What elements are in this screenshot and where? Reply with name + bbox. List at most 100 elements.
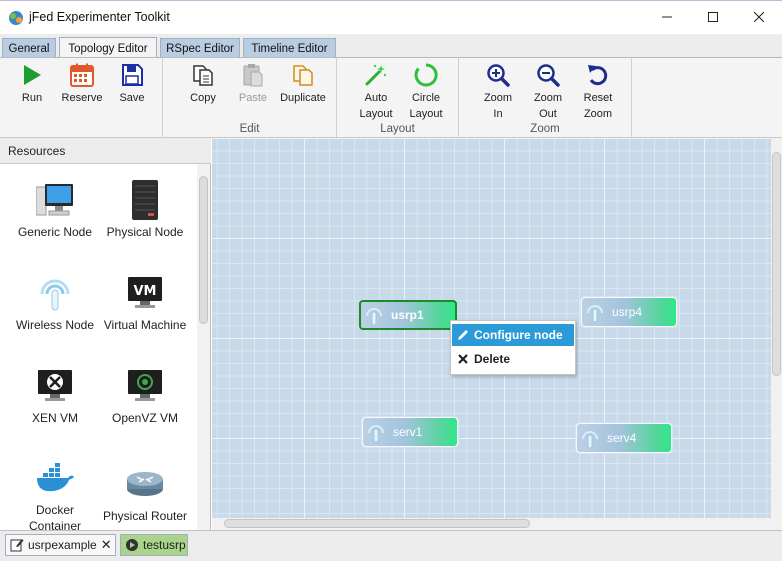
paste-label: Paste xyxy=(238,92,268,104)
node-label: serv4 xyxy=(607,431,637,445)
zoom-out-button[interactable]: Zoom Out xyxy=(524,62,572,122)
node-serv4[interactable]: serv4 xyxy=(576,423,672,453)
resource-openvz-vm[interactable]: OpenVZ VM xyxy=(99,366,191,426)
resource-docker-container[interactable]: Docker Container xyxy=(9,458,101,534)
resource-physical-router[interactable]: Physical Router xyxy=(99,464,191,524)
tab-topology-editor[interactable]: Topology Editor xyxy=(59,37,157,59)
menu-item-label: Configure node xyxy=(474,328,563,342)
zoom-in-icon xyxy=(485,62,511,88)
run-button[interactable]: Run xyxy=(8,62,56,106)
resource-wireless-node[interactable]: Wireless Node xyxy=(9,273,101,333)
circle-layout-label: Circle Layout xyxy=(409,92,443,120)
scrollbar-thumb[interactable] xyxy=(772,152,781,376)
node-label: serv1 xyxy=(393,425,423,439)
x-delete-icon xyxy=(452,354,474,364)
resource-generic-node[interactable]: Generic Node xyxy=(9,180,101,240)
minimize-icon xyxy=(662,16,672,18)
reset-zoom-button[interactable]: Reset Zoom xyxy=(574,62,622,122)
pencil-icon xyxy=(452,329,474,341)
svg-text:VM: VM xyxy=(134,284,157,299)
scrollbar-thumb[interactable] xyxy=(224,519,530,528)
router-icon xyxy=(125,464,165,504)
desktop-computer-icon xyxy=(35,180,75,220)
close-tab-icon[interactable]: ✕ xyxy=(100,537,112,552)
reserve-label: Reserve xyxy=(61,92,103,104)
save-label: Save xyxy=(119,92,145,104)
main-tab-bar: General Topology Editor RSpec Editor Tim… xyxy=(0,34,782,59)
node-context-menu: Configure node Delete xyxy=(450,320,576,375)
tab-general[interactable]: General xyxy=(2,38,56,58)
wireless-antenna-icon xyxy=(35,273,75,313)
paste-icon xyxy=(240,62,266,88)
wireless-node-icon xyxy=(584,299,606,325)
resource-virtual-machine[interactable]: VM Virtual Machine xyxy=(99,273,191,333)
duplicate-button[interactable]: Duplicate xyxy=(279,62,327,106)
node-usrp4[interactable]: usrp4 xyxy=(581,297,677,327)
experiment-group: Run Reserve Save xyxy=(0,58,163,138)
topology-canvas[interactable] xyxy=(212,138,771,518)
layout-group: Auto Layout Circle Layout Layout xyxy=(337,58,459,138)
circle-layout-button[interactable]: Circle Layout xyxy=(402,62,450,122)
tab-timeline-editor[interactable]: Timeline Editor xyxy=(243,38,336,58)
auto-layout-button[interactable]: Auto Layout xyxy=(352,62,400,122)
wireless-node-icon xyxy=(579,425,601,451)
menu-item-configure-node[interactable]: Configure node xyxy=(452,324,574,346)
experiment-tab-testusrp[interactable]: testusrp xyxy=(120,534,188,556)
edit-group-label: Edit xyxy=(239,123,260,135)
resource-label: XEN VM xyxy=(31,411,78,425)
resource-label: Docker Container xyxy=(28,503,82,533)
zoom-in-button[interactable]: Zoom In xyxy=(474,62,522,122)
play-icon xyxy=(19,62,45,88)
copy-button[interactable]: Copy xyxy=(179,62,227,106)
server-rack-icon xyxy=(125,180,165,220)
resource-label: Physical Router xyxy=(102,509,188,523)
magic-wand-icon xyxy=(363,62,389,88)
resource-physical-node[interactable]: Physical Node xyxy=(99,180,191,240)
run-label: Run xyxy=(21,92,43,104)
close-window-button[interactable] xyxy=(736,1,782,33)
minimize-button[interactable] xyxy=(644,1,690,33)
experiment-tab-label: testusrp xyxy=(143,538,186,552)
resources-scrollbar[interactable] xyxy=(197,164,210,530)
experiment-tab-label: usrpexample xyxy=(28,538,97,552)
toolbar-ribbon: Run Reserve Save xyxy=(0,57,782,138)
resource-xen-vm[interactable]: XEN VM xyxy=(9,366,101,426)
resource-label: OpenVZ VM xyxy=(111,411,179,425)
wireless-node-icon xyxy=(365,419,387,445)
zoom-group-label: Zoom xyxy=(530,123,560,135)
docker-icon xyxy=(35,458,75,498)
duplicate-label: Duplicate xyxy=(280,92,326,104)
node-label: usrp4 xyxy=(612,305,643,319)
vm-icon: VM xyxy=(125,273,165,313)
xen-vm-icon xyxy=(35,366,75,406)
auto-layout-label: Auto Layout xyxy=(359,92,393,120)
zoom-out-icon xyxy=(535,62,561,88)
title-bar: jFed Experimenter Toolkit xyxy=(0,0,782,34)
copy-icon xyxy=(190,62,216,88)
canvas-horizontal-scrollbar[interactable] xyxy=(212,518,782,530)
close-icon xyxy=(754,12,764,22)
resource-label: Virtual Machine xyxy=(103,318,187,332)
play-circle-icon xyxy=(125,537,139,553)
save-button[interactable]: Save xyxy=(108,62,156,106)
calendar-icon xyxy=(69,62,95,88)
node-serv1[interactable]: serv1 xyxy=(362,417,458,447)
tab-rspec-editor[interactable]: RSpec Editor xyxy=(160,38,240,58)
node-label: usrp1 xyxy=(391,308,424,322)
circle-arrow-icon xyxy=(413,62,439,88)
reserve-button[interactable]: Reserve xyxy=(58,62,106,106)
paste-button[interactable]: Paste xyxy=(229,62,277,106)
resource-label: Physical Node xyxy=(106,225,184,239)
experiment-tab-usrpexample[interactable]: usrpexample ✕ xyxy=(5,534,116,556)
node-usrp1[interactable]: usrp1 xyxy=(359,300,457,330)
reset-zoom-label: Reset Zoom xyxy=(583,92,613,120)
menu-item-delete[interactable]: Delete xyxy=(452,348,574,370)
openvz-vm-icon xyxy=(125,366,165,406)
menu-item-label: Delete xyxy=(474,352,511,366)
scrollbar-thumb[interactable] xyxy=(199,176,208,324)
resource-label: Generic Node xyxy=(17,225,93,239)
jfed-logo-icon xyxy=(8,10,24,26)
edit-document-icon xyxy=(10,537,24,553)
canvas-vertical-scrollbar[interactable] xyxy=(771,138,782,518)
maximize-button[interactable] xyxy=(690,1,736,33)
